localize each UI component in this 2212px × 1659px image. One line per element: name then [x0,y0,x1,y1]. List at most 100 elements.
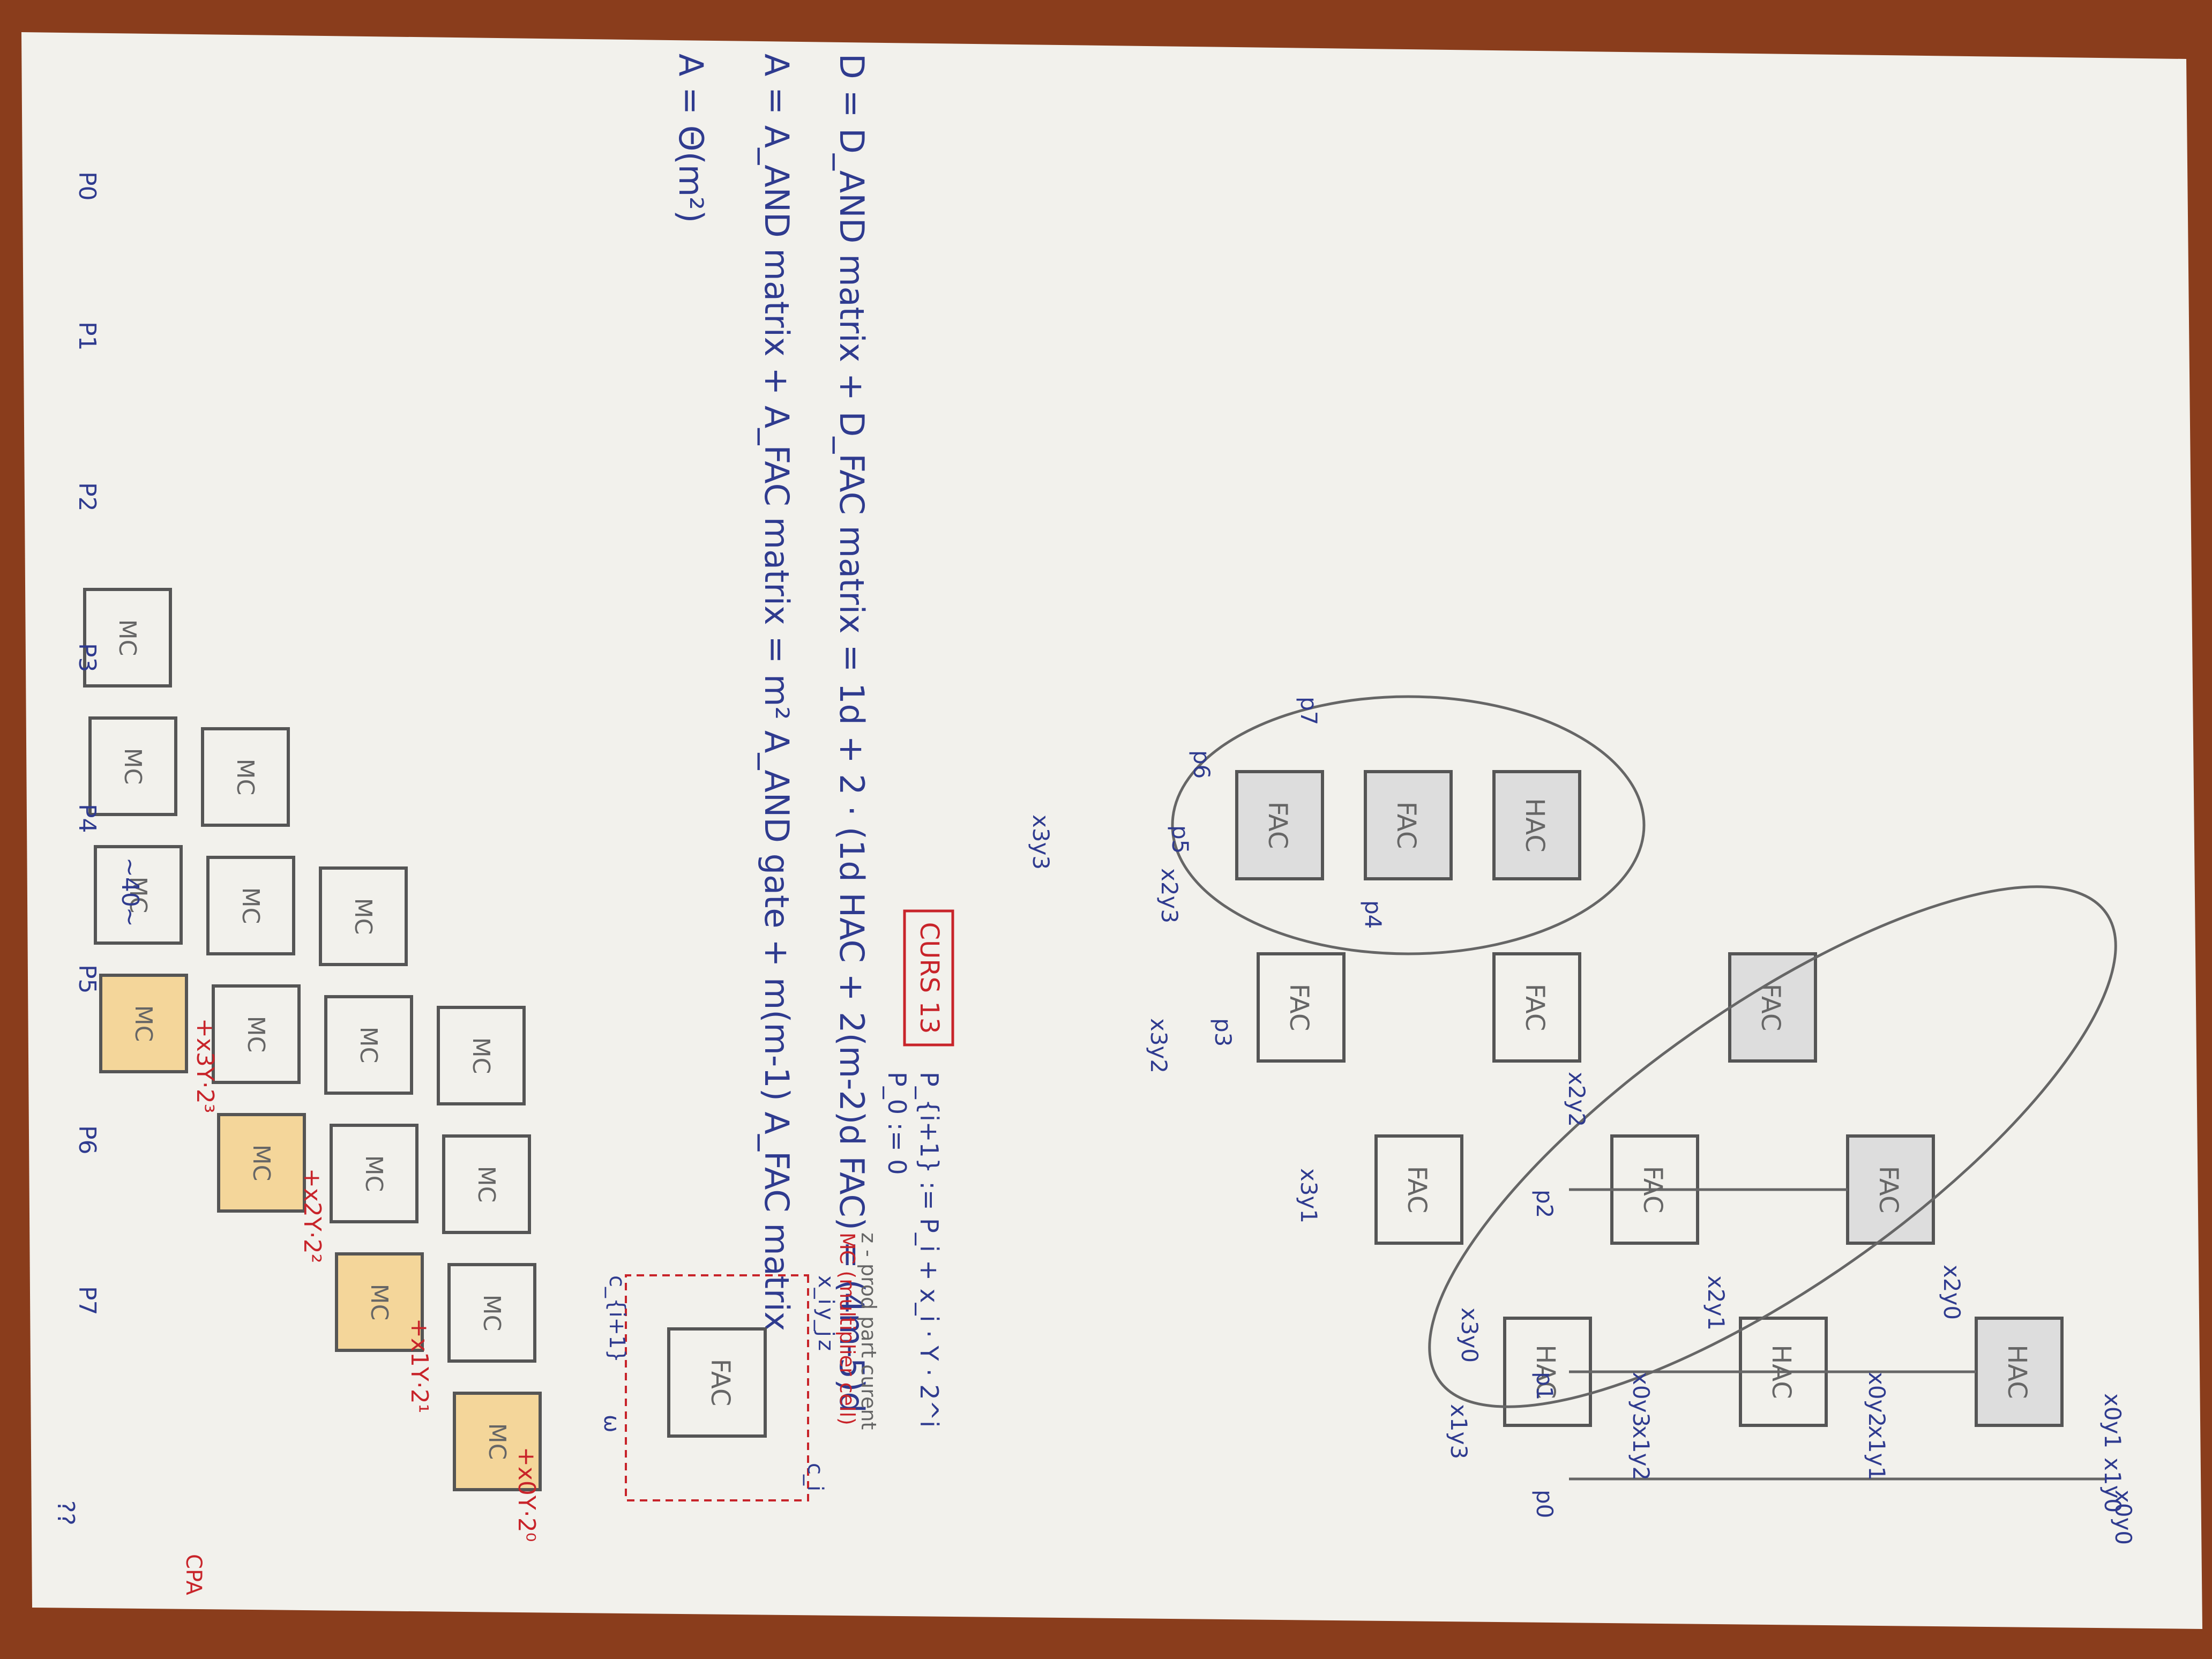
svg-text:ω: ω [599,1415,624,1433]
svg-text:p0: p0 [1531,1490,1558,1518]
mc-cell: MC [442,1134,531,1234]
svg-text:p3: p3 [1210,1018,1236,1047]
svg-text:P3: P3 [73,643,101,672]
mc-cell: MC [217,1113,306,1213]
svg-text:MC: MC [360,1155,387,1192]
svg-text:CURS 13: CURS 13 [914,922,944,1034]
svg-text:HAC: HAC [2002,1344,2032,1399]
svg-text:P1: P1 [73,322,101,351]
svg-text:FAC: FAC [1284,984,1314,1032]
svg-text:P4: P4 [73,804,101,833]
mc-cell: MC [206,856,295,955]
fac-block: FAC [1728,952,1817,1063]
svg-text:MC: MC [237,887,264,924]
svg-text:MC: MC [231,759,259,796]
multiplier-cell-diagram: FAC x_i y_j z c_i c_{i+1} ω z - prod par… [599,1232,880,1501]
svg-text:+x1Y·2¹: +x1Y·2¹ [406,1318,433,1413]
svg-text:MC: MC [467,1037,495,1074]
final-adder-outline [1171,695,1646,955]
fac-block: FAC [1235,770,1324,880]
mc-cell: MC [212,984,301,1084]
approx-label: ~40~ [116,857,144,927]
svg-text:FAC: FAC [1755,984,1785,1032]
svg-text:x1y3: x1y3 [1446,1404,1472,1459]
fac-block: FAC [1364,770,1453,880]
svg-text:x1y0: x1y0 [2099,1458,2126,1513]
cpa-label: CPA [181,1554,206,1595]
svg-text:+x3Y·2³: +x3Y·2³ [191,1018,219,1113]
svg-text:x2y2: x2y2 [1564,1072,1590,1127]
fac-block: FAC [1492,952,1581,1063]
fac-block: FAC [1374,1134,1463,1245]
svg-text:x3y1: x3y1 [1296,1168,1322,1223]
delay-formula: D = D_AND matrix + D_FAC matrix = 1d + 2… [832,54,871,1413]
mc-cell: MC [335,1252,424,1352]
hac-block: HAC [1492,770,1581,880]
mc-cell: MC [319,866,408,966]
svg-text:p1: p1 [1531,1372,1558,1400]
area-order-formula: A = Θ(m²) [671,54,711,223]
svg-text:x2y0: x2y0 [1939,1265,1965,1320]
svg-text:P7: P7 [73,1286,101,1316]
svg-text:P_{i+1} := P_i + x_i · Y · 2^i: P_{i+1} := P_i + x_i · Y · 2^i [915,1072,944,1428]
svg-text:MC (multiplier cell): MC (multiplier cell) [835,1232,859,1425]
mc-cell: MC [201,727,290,827]
svg-text:MC: MC [130,1005,157,1042]
svg-text:p6: p6 [1189,750,1215,779]
svg-text:x0y3: x0y3 [1628,1372,1654,1427]
mc-cell: MC [88,716,177,816]
svg-text:x0y0: x0y0 [2110,1490,2136,1545]
svg-text:P5: P5 [73,965,101,994]
svg-text:x1y2: x1y2 [1628,1425,1654,1481]
svg-text:z - prod part curent: z - prod part curent [857,1232,880,1430]
curs-label: CURS 13 [903,909,954,1047]
svg-text:z: z [813,1340,838,1351]
svg-text:x0y2: x0y2 [1864,1372,1890,1427]
mc-cell: MC [83,588,172,687]
recurrence: P_{i+1} := P_i + x_i · Y · 2^i P_0 := 0 [883,1072,944,1428]
svg-text:MC: MC [483,1423,511,1460]
svg-text:HAC: HAC [1530,1344,1560,1399]
svg-text:x3y0: x3y0 [1456,1307,1483,1363]
svg-text:MC: MC [124,877,152,914]
svg-text:x2y3: x2y3 [1156,868,1183,923]
svg-text:P6: P6 [73,1125,101,1155]
svg-text:+x0Y·2⁰: +x0Y·2⁰ [513,1447,540,1542]
mc-cell: MC [330,1124,419,1223]
svg-text:FAC: FAC [705,1359,735,1407]
svg-text:FAC: FAC [1520,984,1550,1032]
svg-text:p2: p2 [1531,1190,1558,1218]
svg-text:FAC: FAC [1873,1166,1903,1214]
formulas: D = D_AND matrix + D_FAC matrix = 1d + 2… [671,54,871,1413]
svg-text:P2: P2 [73,482,101,512]
top-array: HAC HAC HAC FAC FAC FAC [1028,695,2136,1545]
mc-cell: MC [94,845,183,945]
svg-text:c_i: c_i [803,1463,827,1491]
svg-text:FAC: FAC [1391,802,1421,849]
svg-text:MC: MC [473,1166,500,1203]
svg-text:p5: p5 [1167,825,1193,854]
mc-cell: MC [99,974,188,1073]
fac-block: FAC [1846,1134,1935,1245]
svg-text:HAC: HAC [1520,798,1550,853]
svg-text:x2y1: x2y1 [1703,1275,1729,1331]
svg-text:+x2Y·2²: +x2Y·2² [298,1168,326,1263]
fac-block: FAC [1257,952,1346,1063]
area-formula: A = A_AND matrix + A_FAC matrix = m² A_A… [757,54,796,1331]
svg-text:MC: MC [349,898,377,935]
svg-text:FAC: FAC [1402,1166,1432,1214]
mc-cell: MC [447,1263,536,1363]
svg-text:x3y2: x3y2 [1146,1018,1172,1073]
svg-text:x1y1: x1y1 [1864,1425,1890,1481]
svg-text:x0y1: x0y1 [2099,1393,2126,1448]
svg-text:FAC: FAC [1262,802,1292,849]
svg-text:MC: MC [248,1145,275,1182]
paper-sheet [21,32,2202,1629]
hac-block: HAC [1975,1317,2064,1427]
svg-text:p4: p4 [1360,900,1386,929]
mc-cell: MC [324,995,413,1095]
svg-text:p7: p7 [1296,697,1322,725]
